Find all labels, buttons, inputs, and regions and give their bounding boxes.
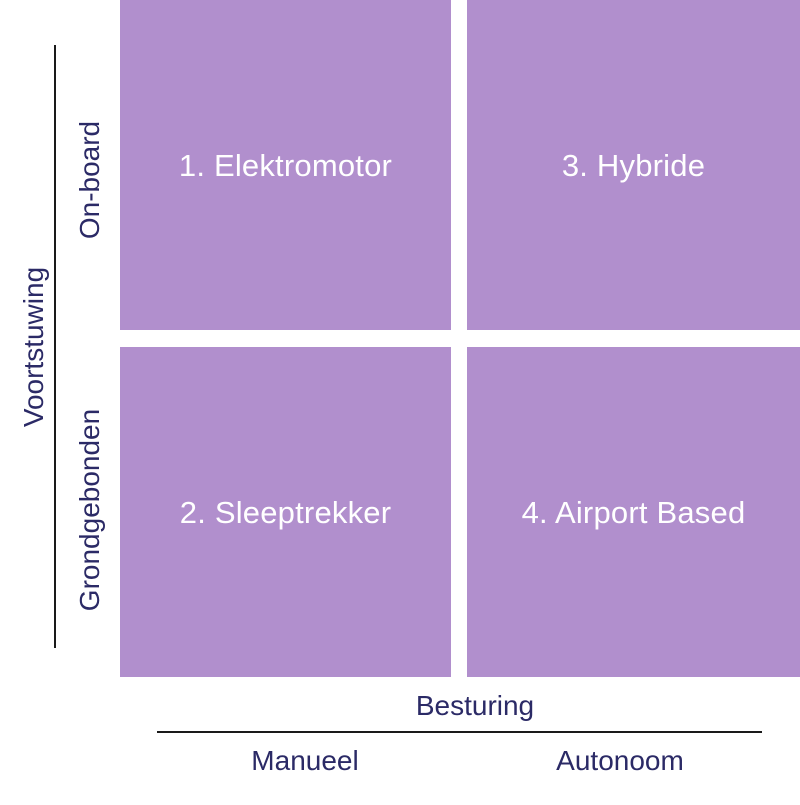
cell-hybride: 3. Hybride — [467, 0, 800, 330]
x-axis-left-label: Manueel — [251, 745, 359, 776]
cell-label-hybride: 3. Hybride — [561, 148, 706, 183]
y-axis-top-label: On-board — [74, 120, 105, 240]
y-axis-bottom-label: Grondgebonden — [74, 408, 105, 612]
cell-label-sleeptrekker: 2. Sleeptrekker — [179, 495, 392, 530]
cell-label-airport-based: 4. Airport Based — [521, 495, 746, 530]
cell-elektromotor: 1. Elektromotor — [120, 0, 451, 330]
y-axis-line — [54, 45, 56, 648]
cell-sleeptrekker: 2. Sleeptrekker — [120, 347, 451, 677]
x-axis-label: Besturing — [415, 690, 535, 721]
cell-airport-based: 4. Airport Based — [467, 347, 800, 677]
y-axis-label: Voortstuwing — [18, 266, 49, 428]
cell-label-elektromotor: 1. Elektromotor — [178, 148, 393, 183]
x-axis-line — [157, 731, 762, 733]
x-axis-right-label: Autonoom — [556, 745, 684, 776]
